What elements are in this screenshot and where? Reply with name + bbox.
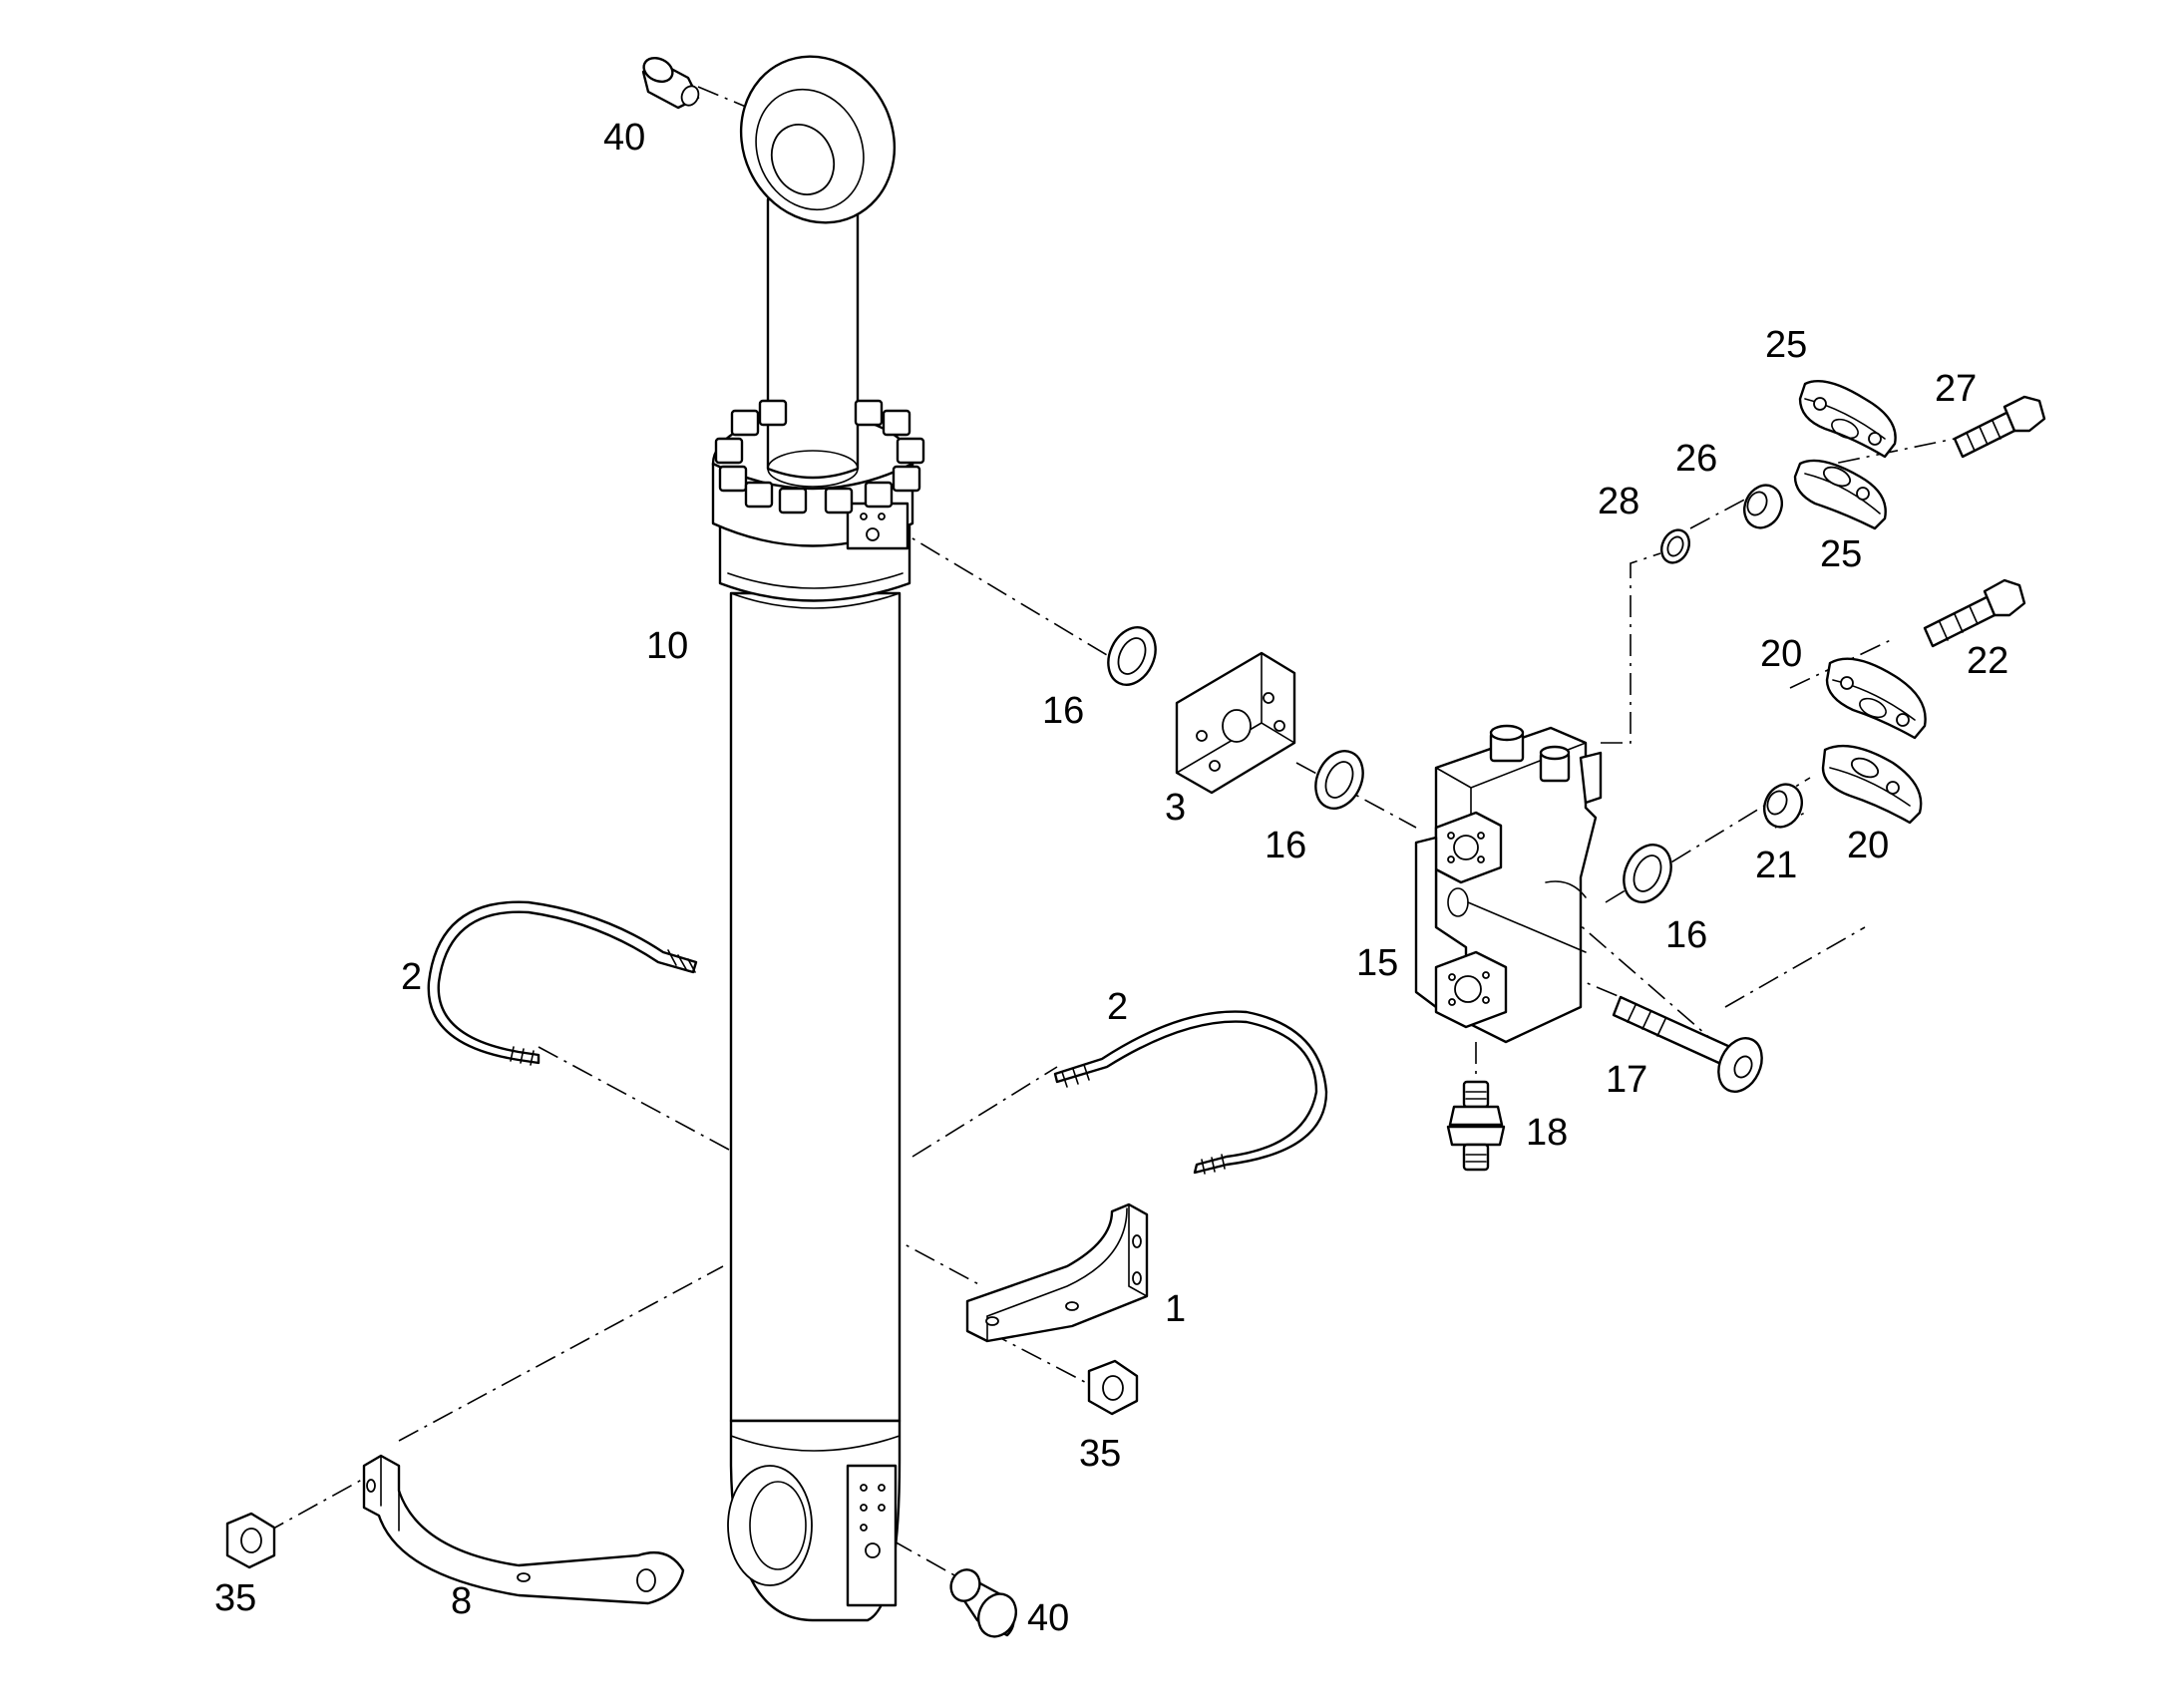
o-ring — [1660, 528, 1690, 564]
label-25-bottom: 25 — [1820, 533, 1862, 575]
label-10: 10 — [646, 625, 688, 667]
bushing-21 — [1763, 783, 1803, 829]
flange-bolts — [714, 399, 925, 514]
leader-lines — [263, 86, 1956, 1586]
label-27: 27 — [1935, 368, 1977, 410]
label-2-right: 2 — [1107, 986, 1128, 1028]
hydraulic-cylinder — [711, 55, 925, 1622]
label-20-bottom: 20 — [1847, 825, 1889, 866]
label-15: 15 — [1356, 942, 1398, 984]
flange-half-25-upper — [1798, 380, 1897, 459]
seal-ring-16c — [1623, 844, 1672, 903]
label-35-left: 35 — [214, 1577, 256, 1619]
label-16-a: 16 — [1042, 690, 1084, 732]
label-21: 21 — [1755, 845, 1797, 886]
hex-bolt-22 — [1923, 578, 2026, 648]
flange-half-20-lower — [1821, 744, 1923, 825]
u-bolt-lower — [1053, 1010, 1328, 1175]
bushing-26 — [1743, 484, 1783, 529]
hex-nut-35-right — [1087, 1359, 1139, 1416]
label-16-c: 16 — [1665, 914, 1707, 956]
label-20-top: 20 — [1760, 633, 1802, 675]
label-40-top: 40 — [603, 117, 645, 159]
seal-ring-16b — [1314, 750, 1364, 810]
u-bolt-upper — [427, 900, 698, 1066]
label-35-right: 35 — [1079, 1433, 1121, 1475]
label-28: 28 — [1598, 481, 1639, 522]
grease-cap-top — [641, 56, 700, 110]
grease-cap-bottom — [949, 1568, 1017, 1638]
socket-head-bolt — [1612, 995, 1763, 1093]
hex-nut-35-left — [225, 1512, 276, 1569]
fitting-nipple — [1446, 1080, 1506, 1172]
label-1: 1 — [1165, 1288, 1186, 1330]
label-40-bottom: 40 — [1027, 1597, 1069, 1639]
seal-ring-16a — [1107, 626, 1157, 686]
label-26: 26 — [1675, 438, 1717, 480]
adapter-plate — [1175, 651, 1296, 795]
label-2-left: 2 — [401, 956, 422, 998]
label-16-b: 16 — [1265, 825, 1306, 866]
label-17: 17 — [1606, 1059, 1647, 1101]
label-25-top: 25 — [1765, 324, 1807, 366]
label-22: 22 — [1967, 640, 2008, 682]
mounting-clamp — [965, 1202, 1149, 1343]
hex-bolt-27 — [1953, 395, 2046, 459]
cylinder-bracket — [362, 1454, 685, 1605]
part-labels: 40 10 16 3 16 25 27 26 28 25 20 22 21 20… — [214, 117, 2008, 1639]
label-8: 8 — [451, 1580, 472, 1622]
flange-half-25-lower — [1793, 459, 1887, 530]
label-18: 18 — [1526, 1112, 1568, 1154]
valve-block — [1414, 724, 1603, 1044]
flange-half-20-upper — [1825, 657, 1927, 740]
label-3: 3 — [1165, 787, 1186, 829]
